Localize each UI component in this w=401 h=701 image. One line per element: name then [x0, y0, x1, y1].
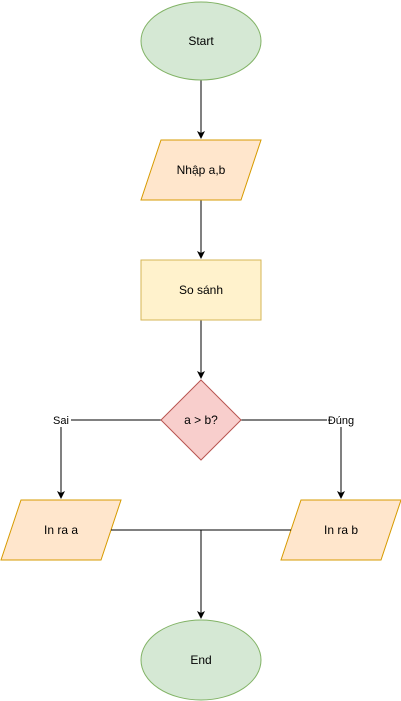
node-input: Nhập a,b: [140, 139, 262, 201]
edge-outputs-to-end: [111, 529, 291, 619]
node-start: Start: [140, 1, 262, 81]
end-label: End: [190, 653, 211, 667]
edge-decision-to-output-a: [57, 419, 161, 499]
output-b-label: In ra b: [324, 523, 358, 537]
compare-label: So sánh: [179, 283, 223, 297]
node-output-b: In ra b: [280, 499, 401, 561]
node-decision: a > b?: [160, 379, 242, 461]
compare-process-shape: [140, 259, 262, 321]
edge-decision-to-output-b: [241, 419, 345, 499]
node-output-a: In ra a: [0, 499, 122, 561]
end-terminator-shape: [140, 619, 262, 701]
node-compare: So sánh: [140, 259, 262, 321]
output-a-parallelogram-shape: [0, 499, 122, 561]
input-label: Nhập a,b: [177, 163, 226, 177]
edge-label-true: Đúng: [327, 413, 355, 427]
decision-diamond-shape: [160, 379, 242, 461]
input-parallelogram-shape: [140, 139, 262, 201]
decision-label: a > b?: [184, 413, 218, 427]
output-a-label: In ra a: [44, 523, 78, 537]
node-end: End: [140, 619, 262, 701]
edge-label-true-text: Đúng: [328, 415, 354, 427]
output-b-parallelogram-shape: [280, 499, 401, 561]
start-terminator-shape: [140, 1, 262, 81]
start-label: Start: [188, 34, 214, 48]
edge-label-false: Sai: [51, 413, 71, 427]
edge-label-false-text: Sai: [53, 415, 69, 427]
